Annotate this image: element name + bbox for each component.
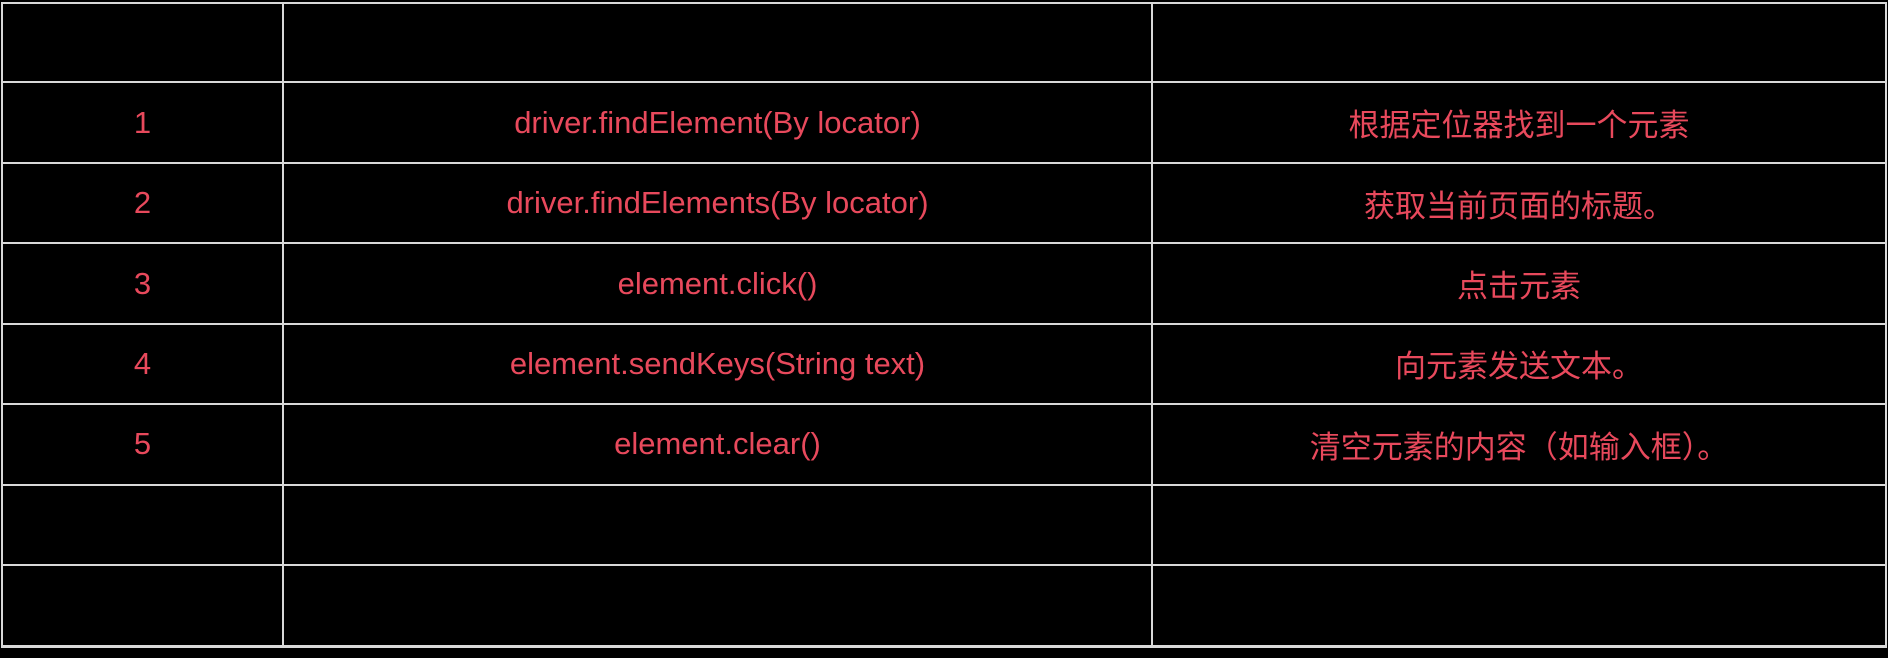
table-row: 2 driver.findElements(By locator) 获取当前页面… bbox=[1, 161, 1887, 245]
method-cell bbox=[282, 564, 1153, 649]
description-cell: 根据定位器找到一个元素 bbox=[1151, 81, 1887, 164]
header-cell-num bbox=[1, 1, 284, 84]
row-number-cell bbox=[1, 483, 284, 567]
description-cell: 向元素发送文本。 bbox=[1151, 322, 1887, 406]
table-row: 5 element.clear() 清空元素的内容（如输入框）。 bbox=[1, 403, 1887, 486]
table-row-empty bbox=[1, 564, 1887, 649]
description-cell: 点击元素 bbox=[1151, 242, 1887, 325]
row-number-cell: 1 bbox=[1, 81, 284, 164]
method-cell: driver.findElements(By locator) bbox=[282, 161, 1153, 245]
row-number-cell bbox=[1, 564, 284, 649]
row-number-cell: 2 bbox=[1, 161, 284, 245]
header-cell-method bbox=[282, 1, 1153, 84]
method-cell bbox=[282, 483, 1153, 567]
description-cell bbox=[1151, 564, 1887, 649]
description-cell: 清空元素的内容（如输入框）。 bbox=[1151, 403, 1887, 486]
method-cell: element.click() bbox=[282, 242, 1153, 325]
table-row: 1 driver.findElement(By locator) 根据定位器找到… bbox=[1, 81, 1887, 164]
table-row: 3 element.click() 点击元素 bbox=[1, 242, 1887, 325]
header-cell-description bbox=[1151, 1, 1887, 84]
row-number-cell: 3 bbox=[1, 242, 284, 325]
method-cell: element.sendKeys(String text) bbox=[282, 322, 1153, 406]
row-number-cell: 5 bbox=[1, 403, 284, 486]
table-row: 4 element.sendKeys(String text) 向元素发送文本。 bbox=[1, 322, 1887, 406]
description-cell: 获取当前页面的标题。 bbox=[1151, 161, 1887, 245]
description-cell bbox=[1151, 483, 1887, 567]
row-number-cell: 4 bbox=[1, 322, 284, 406]
method-cell: element.clear() bbox=[282, 403, 1153, 486]
table-row-empty bbox=[1, 483, 1887, 567]
table-header-row bbox=[1, 1, 1887, 84]
method-cell: driver.findElement(By locator) bbox=[282, 81, 1153, 164]
